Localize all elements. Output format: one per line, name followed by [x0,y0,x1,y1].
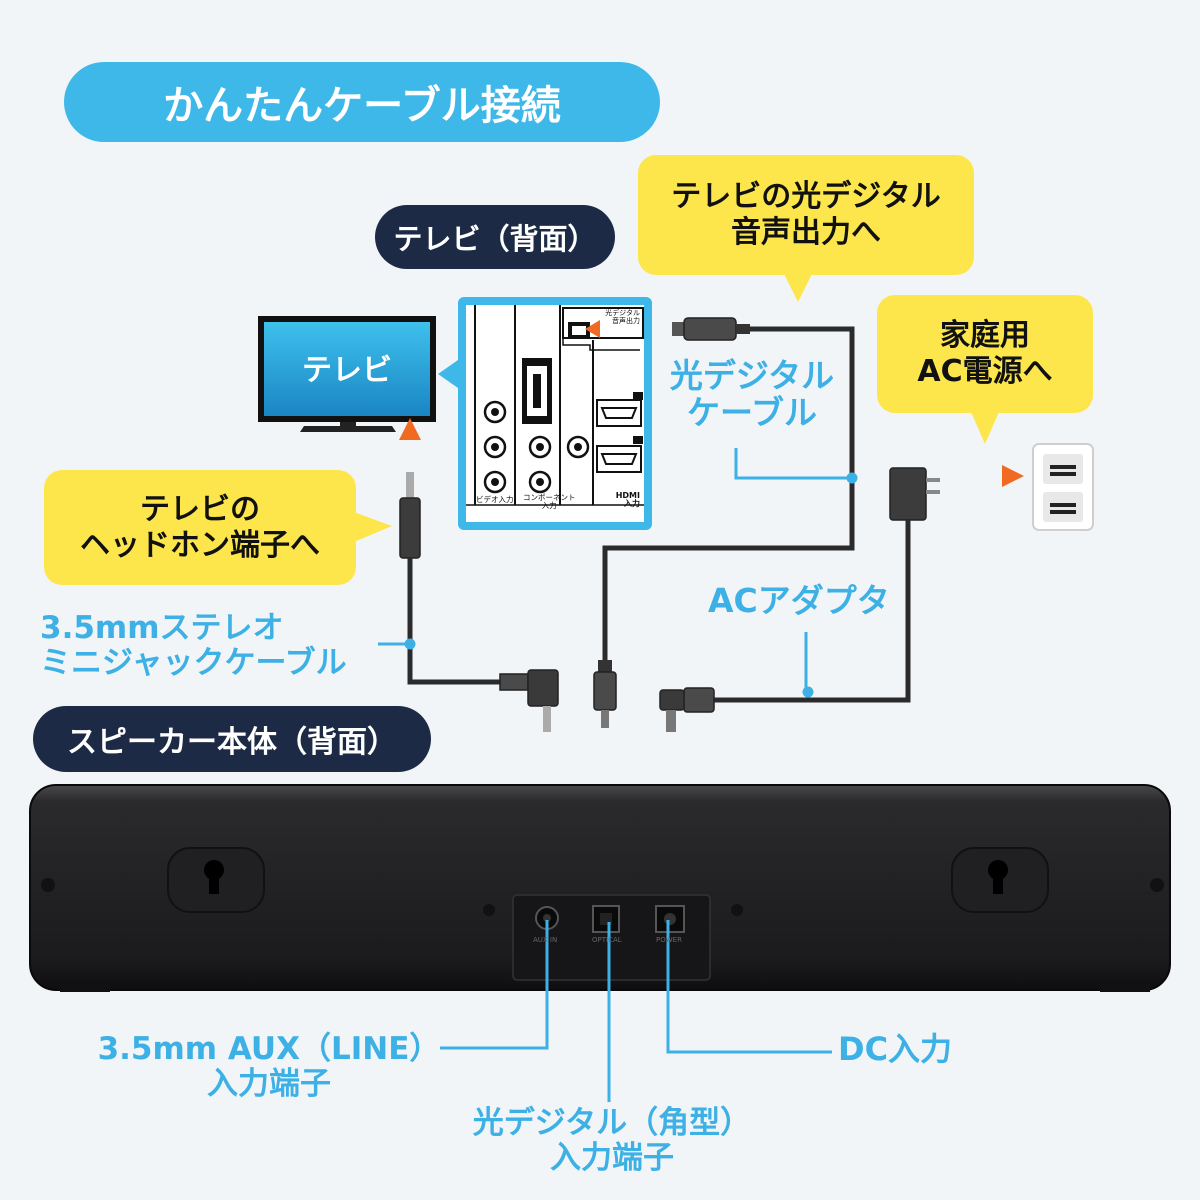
leader-lines [378,448,858,1102]
optical-cable-label: 光デジタル ケーブル [669,356,835,432]
ac-adapter-label: ACアダプタ [708,581,890,620]
speaker-back-section-label: スピーカー本体（背面） [33,706,431,772]
panel-component-label: コンポーネント 入力 [523,493,576,510]
ac-power-bubble: 家庭用 AC電源へ [877,295,1093,413]
speaker-back-section-text: スピーカー本体（背面） [67,725,397,760]
page-title: かんたんケーブル接続 [64,62,660,142]
panel-hdmi-label: HDMI 入力 [615,491,640,508]
tv-illustration [258,316,436,432]
wall-outlet [1032,443,1094,531]
tv-label-text: テレビ [302,353,392,388]
port-mark-optical: OPTICAL [592,936,622,944]
port-mark-aux: AUX IN [533,936,558,944]
ac-adapter-cable [659,465,1024,732]
optical-output-bubble-text: テレビの光デジタル 音声出力へ [671,179,941,250]
tv-label: テレビ [264,345,430,389]
speaker-body [29,784,1171,992]
tv-back-section-text: テレビ（背面） [393,222,597,256]
ac-power-bubble-text: 家庭用 AC電源へ [917,318,1053,389]
headphone-bubble-text: テレビの ヘッドホン端子へ [80,491,320,563]
mini-jack-cable [399,418,559,732]
aux-port-label: 3.5mm AUX（LINE） 入力端子 [97,1031,441,1102]
tv-back-section-label: テレビ（背面） [375,205,615,269]
optical-bubble-tail [784,274,812,302]
optical-output-bubble: テレビの光デジタル 音声出力へ [638,155,974,275]
tv-back-panel [438,297,652,530]
optical-port-label: 光デジタル（角型） 入力端子 [472,1105,752,1176]
panel-optical-label: 光デジタル 音声出力 [605,309,640,325]
page-title-text: かんたんケーブル接続 [163,83,561,129]
headphone-bubble: テレビの ヘッドホン端子へ [44,470,356,585]
optical-cable [585,317,855,728]
dc-port-label: DC入力 [838,1030,953,1068]
mini-jack-cable-label: 3.5mmステレオ ミニジャックケーブル [40,610,347,681]
port-mark-dc: POWER [656,936,682,944]
ac-bubble-tail [971,412,999,444]
headphone-bubble-tail [354,512,392,542]
panel-video-in-label: ビデオ入力 [476,495,514,504]
